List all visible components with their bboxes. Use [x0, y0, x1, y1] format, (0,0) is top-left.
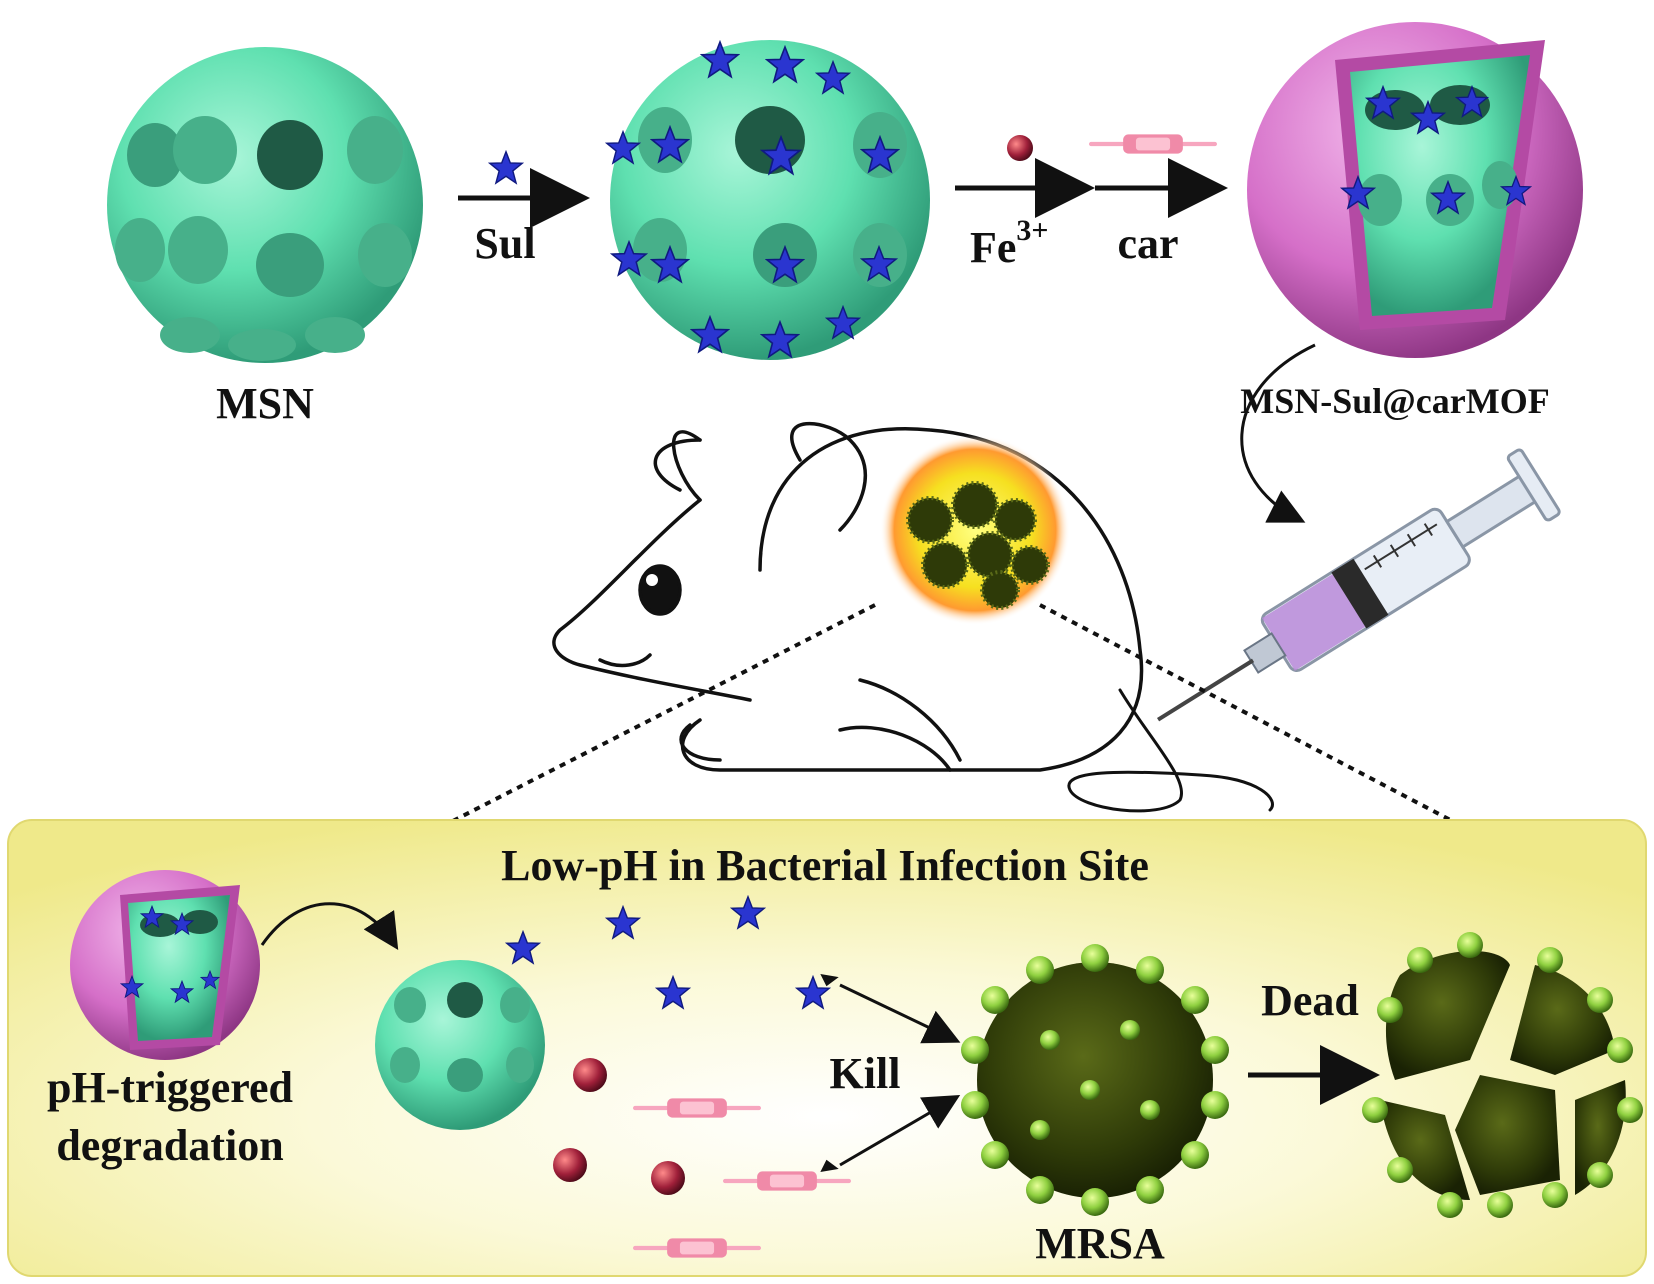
car-label: car — [1117, 219, 1178, 268]
mouse-illustration — [552, 421, 1274, 813]
msn-sul-sphere — [606, 40, 930, 360]
sul-label: Sul — [474, 219, 535, 268]
dead-label: Dead — [1261, 976, 1359, 1025]
degradation-label-1: pH-triggered — [47, 1063, 293, 1112]
degraded-msn-sphere — [375, 960, 545, 1130]
small-mof-sphere — [70, 870, 260, 1060]
infection-site-panel — [7, 819, 1647, 1277]
sulbactam-star-icon — [489, 151, 523, 184]
dead-bacterium-fragments — [1362, 932, 1643, 1218]
fe-car-arrows — [955, 134, 1228, 218]
msn-sphere — [107, 47, 423, 363]
sul-loading-arrow — [458, 151, 590, 228]
syringe-icon — [1156, 448, 1561, 722]
msn-label: MSN — [216, 379, 314, 428]
product-label: MSN-Sul@carMOF — [1240, 381, 1549, 421]
released-iron-ions — [553, 1058, 685, 1195]
mof-coated-sphere — [1247, 22, 1583, 358]
site-title: Low-pH in Bacterial Infection Site — [501, 841, 1149, 890]
mrsa-label: MRSA — [1035, 1219, 1165, 1268]
injection-curved-arrow — [1240, 343, 1316, 523]
fe-label: Fe3+ — [970, 214, 1049, 272]
zoom-dotted-lines — [444, 603, 1461, 827]
mrsa-bacterium — [961, 944, 1229, 1216]
kill-label: Kill — [830, 1049, 901, 1098]
degradation-curved-arrow — [260, 902, 399, 951]
iron-ion-icon — [1007, 135, 1033, 161]
carvacrol-icon — [1089, 134, 1217, 154]
degradation-label-2: degradation — [56, 1121, 283, 1170]
infection-site — [880, 435, 1070, 625]
kill-arrows — [820, 974, 961, 1172]
